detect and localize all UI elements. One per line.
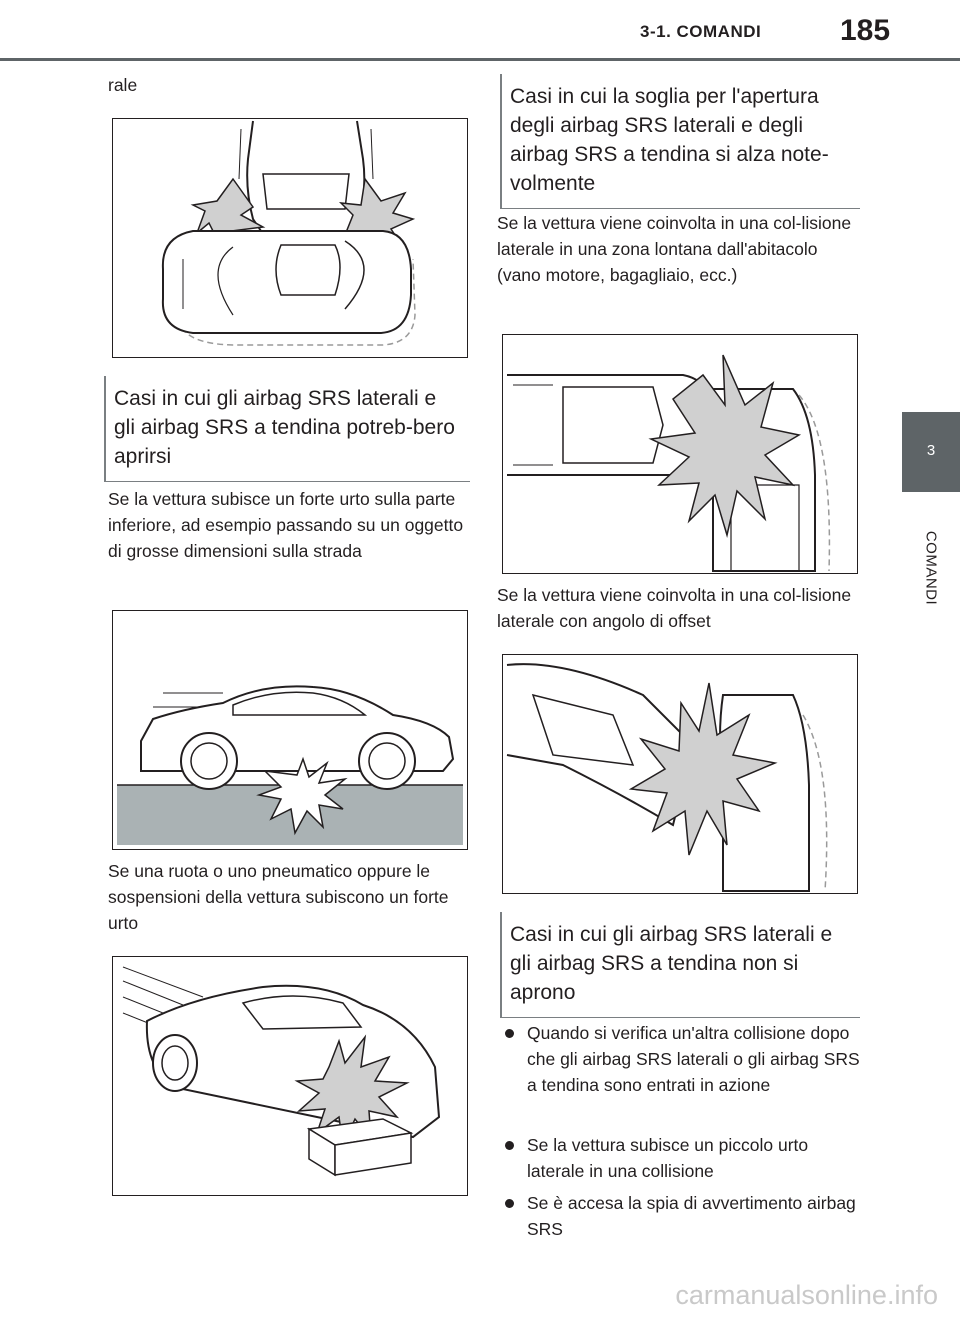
bullet-item: Se la vettura subisce un piccolo urto la… (505, 1132, 867, 1184)
bullet-dot-icon (505, 1029, 514, 1038)
bullet-dot-icon (505, 1141, 514, 1150)
section-title: 3-1. COMANDI (640, 22, 762, 41)
subheading-side-airbags-may-deploy: Casi in cui gli airbag SRS laterali e gl… (104, 376, 470, 482)
header-divider (0, 58, 960, 61)
paragraph-far-collision: Se la vettura viene coinvolta in una col… (497, 213, 852, 285)
paragraph-underbody-impact: Se la vettura subisce un forte urto sull… (108, 489, 464, 561)
subheading-airbags-do-not-deploy: Casi in cui gli airbag SRS laterali e gl… (500, 912, 860, 1018)
continuation-text: rale (108, 75, 138, 95)
bullet-item: Se è accesa la spia di avvertimento airb… (505, 1190, 867, 1242)
paragraph-wheel-impact: Se una ruota o uno pneumatico oppure le … (108, 861, 449, 933)
chapter-tab: 3 (902, 412, 960, 492)
figure-top-view-two-cars (112, 118, 468, 358)
subheading-threshold-increases: Casi in cui la soglia per l'apertura deg… (500, 74, 860, 209)
figure-collision-far-from-cabin (502, 334, 858, 574)
figure-offset-angle-collision (502, 654, 858, 894)
figure-wheel-hits-block (112, 956, 468, 1196)
figure-side-underbody-impact (112, 610, 468, 850)
paragraph-offset-collision: Se la vettura viene coinvolta in una col… (497, 585, 852, 631)
chapter-number: 3 (926, 442, 936, 459)
page-number: 185 (840, 14, 891, 47)
chapter-side-label: COMANDI (922, 530, 940, 606)
bullet-dot-icon (505, 1199, 514, 1208)
watermark: carmanualsonline.info (675, 1280, 938, 1310)
bullet-item: Quando si verifica un'altra collisione d… (505, 1020, 867, 1098)
